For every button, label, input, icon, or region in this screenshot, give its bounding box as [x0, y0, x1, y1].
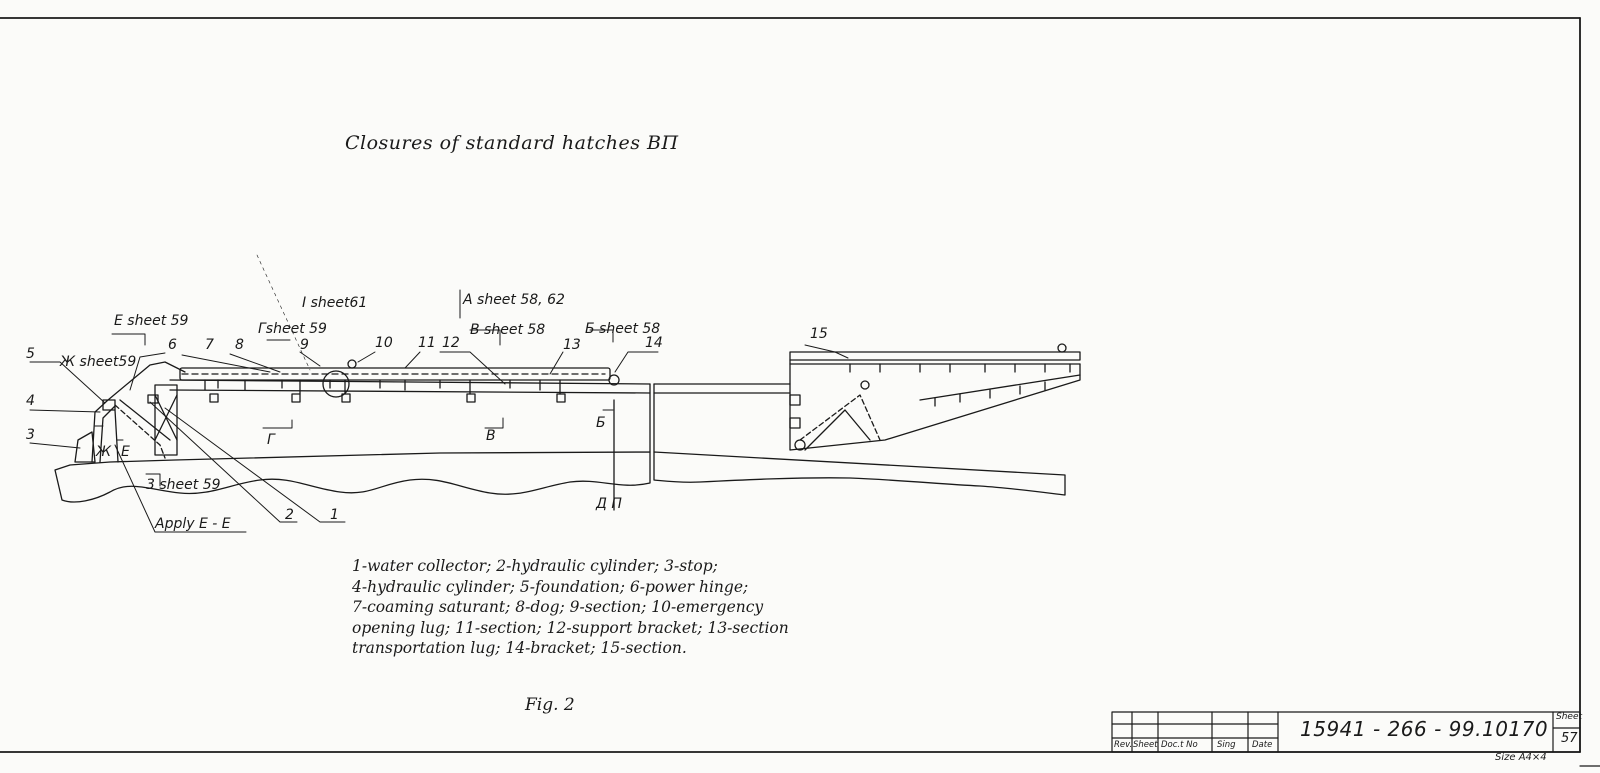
legend-line: opening lug; 11-section; 12-support brac… [352, 618, 789, 637]
legend-line: transportation lug; 14-bracket; 15-secti… [352, 639, 687, 657]
tb-col-doc: Doc.t No [1161, 740, 1198, 750]
ref-section-zh: Ж sheet59 [60, 354, 137, 370]
tb-col-rev: Rev. [1114, 740, 1133, 750]
figure-caption: Fig. 2 [525, 695, 575, 715]
section-mark-g: Г [267, 432, 275, 448]
ref-section-v: B sheet 58 [470, 322, 546, 338]
centerline-label: Д П [596, 496, 622, 512]
title-block [1111, 711, 1581, 753]
ref-section-i: I sheet61 [302, 295, 368, 311]
callout-9: 9 [300, 337, 309, 353]
legend-line: 4-hydraulic cylinder; 5-foundation; 6-po… [352, 577, 749, 596]
legend-line: 1-water collector; 2-hydraulic cylinder;… [352, 557, 718, 575]
ref-section-e: E sheet 59 [114, 313, 189, 329]
ref-section-a: A sheet 58, 62 [463, 292, 565, 308]
callout-7: 7 [205, 337, 214, 353]
callout-14: 14 [645, 335, 663, 351]
callout-15: 15 [810, 326, 828, 342]
callout-4: 4 [26, 393, 35, 409]
section-mark-v: B [486, 428, 496, 444]
ref-section-g: Гsheet 59 [258, 321, 327, 337]
sheet-label: Sheet [1556, 712, 1583, 722]
tb-col-sheet: Sheet [1133, 740, 1158, 750]
callout-1: 1 [330, 507, 339, 523]
callout-2: 2 [285, 507, 294, 523]
tb-col-date: Date [1252, 740, 1273, 750]
drawing-title: Closures of standard hatches ВП [345, 132, 679, 154]
callout-13: 13 [563, 337, 581, 353]
section-mark-e: E [121, 444, 130, 460]
callout-3: 3 [26, 427, 35, 443]
callout-10: 10 [375, 335, 393, 351]
section-mark-zh: Ж [96, 444, 112, 460]
ref-section-z: 3 sheet 59 [146, 477, 221, 493]
leader-lines [29, 254, 849, 533]
document-number: 15941 - 266 - 99.10170 [1300, 717, 1549, 741]
section-mark-b: Б [596, 415, 606, 431]
tb-col-sign: Sing [1217, 740, 1236, 750]
hatch-closure-left [54, 359, 651, 511]
callout-5: 5 [26, 346, 35, 362]
apply-note: Apply E - E [155, 516, 231, 532]
callout-12: 12 [442, 335, 460, 351]
callout-8: 8 [235, 337, 244, 353]
sheet-number: 57 [1561, 731, 1578, 746]
ref-section-b: Б sheet 58 [585, 321, 661, 337]
hatch-closure-right [653, 343, 1081, 496]
parts-legend: 1-water collector; 2-hydraulic cylinder;… [352, 556, 812, 659]
paper-size: Size A4×4 [1495, 752, 1547, 763]
legend-line: 7-coaming saturant; 8-dog; 9-section; 10… [352, 598, 764, 616]
callout-6: 6 [168, 337, 177, 353]
callout-11: 11 [418, 335, 436, 351]
